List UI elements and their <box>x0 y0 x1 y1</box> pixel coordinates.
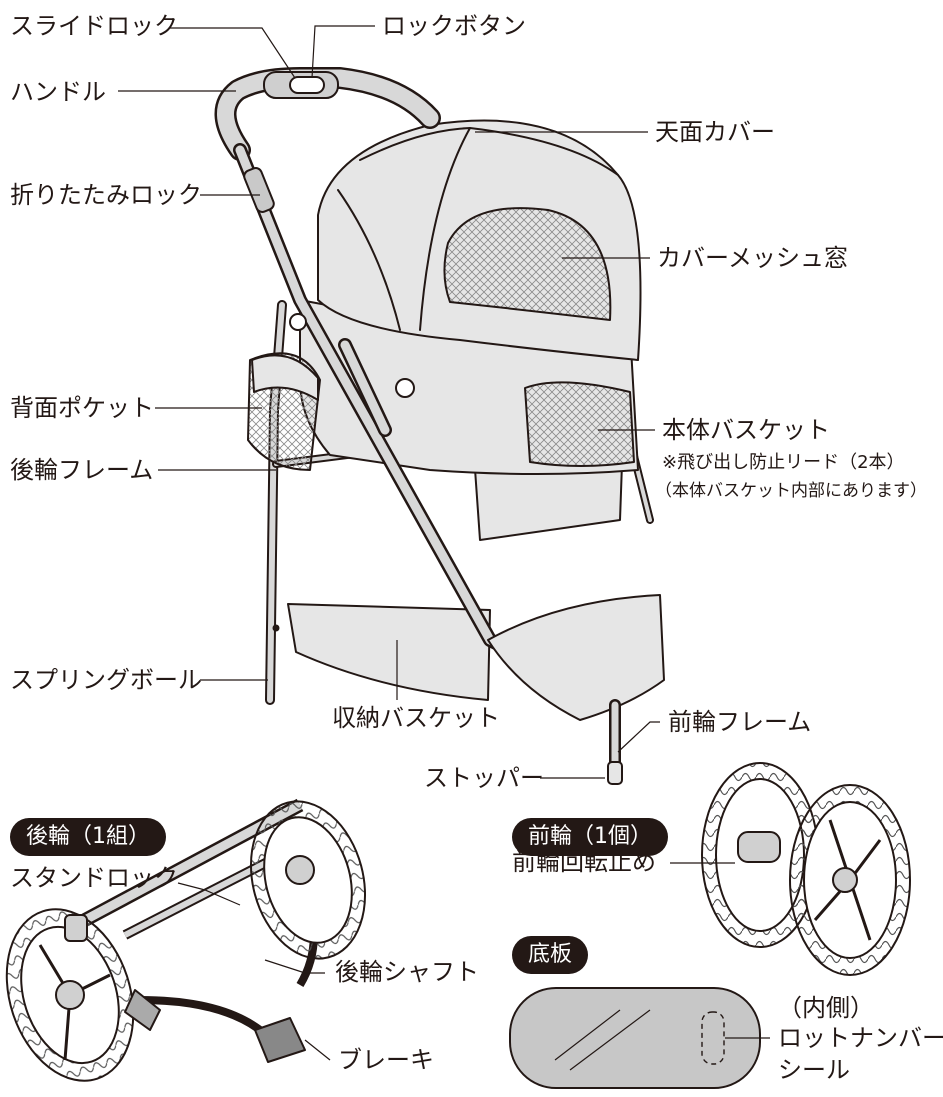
cover-mesh-window-shape <box>443 207 612 321</box>
inner-side-label: （内側） <box>778 994 874 1022</box>
slide-lock-label: スライドロック <box>10 12 178 40</box>
leader-lines <box>118 25 660 779</box>
lock-button-shape <box>289 76 325 94</box>
front-wheel-frame-label: 前輪フレーム <box>668 708 812 736</box>
rear-wheel-shaft-label: 後輪シャフト <box>335 958 479 986</box>
top-cover-label: 天面カバー <box>655 118 775 146</box>
spring-ball-shape <box>272 624 280 632</box>
rear-wheel-set <box>5 798 367 1082</box>
stroller <box>214 67 665 785</box>
lot-number-seal-shape <box>701 1011 725 1065</box>
main-basket-label: 本体バスケット <box>662 416 830 444</box>
seal-label: シール <box>778 1056 850 1084</box>
stopper-label: ストッパー <box>424 764 544 792</box>
leash-location-note: （本体バスケット内部にあります） <box>655 481 927 501</box>
lot-number-label: ロットナンバー <box>778 1024 943 1052</box>
basket-mesh-shape <box>524 381 635 467</box>
spring-ball-label: スプリングボール <box>10 666 202 694</box>
base-plate-shape <box>509 987 761 1089</box>
handle-label: ハンドル <box>10 78 106 106</box>
stand-lock-label: スタンドロック <box>10 864 178 892</box>
front-wheel-section-badge: 前輪（1個） <box>512 818 668 856</box>
storage-basket-shape <box>287 603 491 701</box>
lock-button-label: ロックボタン <box>382 12 526 40</box>
fold-lock-label: 折りたたみロック <box>10 181 202 209</box>
brake-pedal-shape <box>254 1017 306 1063</box>
fold-lock-shape <box>243 167 275 213</box>
rear-wheels-section-badge: 後輪（1組） <box>10 818 166 856</box>
brake-label: ブレーキ <box>338 1046 434 1074</box>
front-wheel-rotation-stop-shape <box>737 831 781 863</box>
rear-wheel-frame-label: 後輪フレーム <box>10 456 154 484</box>
base-plate-section-badge: 底板 <box>512 936 589 974</box>
front-wheel-rotation-stop-label: 前輪回転止め <box>512 848 656 876</box>
stopper-shape <box>607 761 623 785</box>
storage-basket-label: 収納バスケット <box>332 704 500 732</box>
leash-note: ※飛び出し防止リード（2本） <box>662 452 905 473</box>
rear-wheel-leaders <box>177 882 331 1061</box>
front-wheel-unit <box>701 762 911 976</box>
cover-mesh-window-label: カバーメッシュ窓 <box>657 244 849 272</box>
back-pocket-label: 背面ポケット <box>10 394 154 422</box>
